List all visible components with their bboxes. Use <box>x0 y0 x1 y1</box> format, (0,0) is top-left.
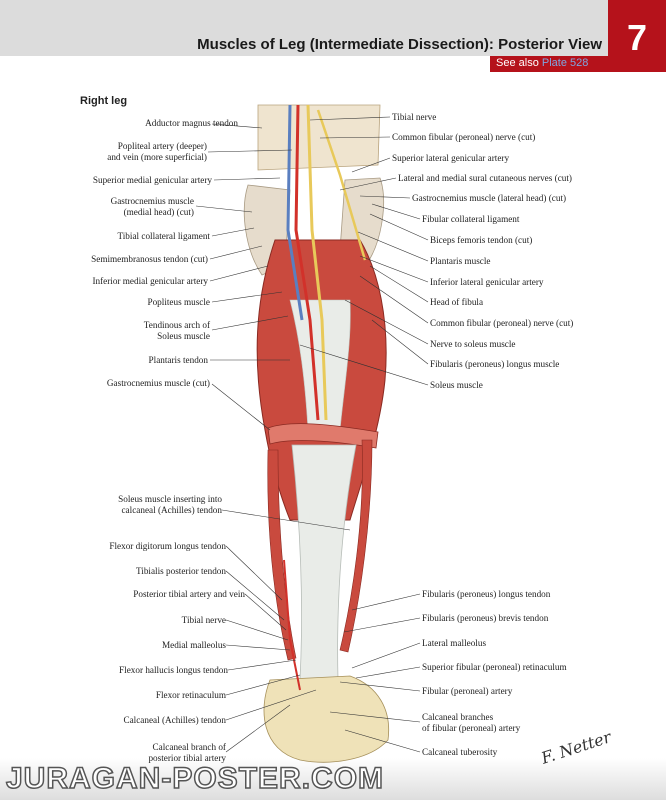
label-calcaneal-branches-fibular-artery: Calcaneal branches of fibular (peroneal)… <box>422 712 521 733</box>
section-label: Right leg <box>80 95 128 107</box>
label-head-of-fibula: Head of fibula <box>430 297 484 307</box>
see-also-bar <box>490 56 608 72</box>
label-tibial-nerve-right: Tibial nerve <box>392 112 437 122</box>
watermark-band <box>0 758 666 800</box>
label-semimembranosus-tendon: Semimembranosus tendon (cut) <box>91 254 208 264</box>
label-plantaris-tendon: Plantaris tendon <box>148 355 208 365</box>
label-flexor-digitorum-longus-tendon: Flexor digitorum longus tendon <box>109 541 226 551</box>
label-calcaneal-achilles-tendon: Calcaneal (Achilles) tendon <box>123 715 226 725</box>
label-calcaneal-branch-posterior-tibial: Calcaneal branch of posterior tibial art… <box>148 742 226 763</box>
leader-lines-left <box>195 123 351 753</box>
gastrocnemius-cut-edge <box>267 423 379 449</box>
medial-deep-tendons <box>267 449 297 661</box>
label-popliteal-artery-vein: Popliteal artery (deeper) and vein (more… <box>107 141 207 162</box>
label-tibial-nerve-left: Tibial nerve <box>181 615 226 625</box>
label-lateral-malleolus: Lateral malleolus <box>422 638 487 648</box>
label-inferior-medial-genicular-artery: Inferior medial genicular artery <box>92 276 208 286</box>
label-tibial-collateral-ligament: Tibial collateral ligament <box>117 231 210 241</box>
calcaneus-heel <box>263 675 390 763</box>
label-fibularis-longus-muscle: Fibularis (peroneus) longus muscle <box>430 359 560 369</box>
label-soleus-inserting-achilles: Soleus muscle inserting into calcaneal (… <box>118 494 222 515</box>
label-gastrocnemius-medial-head: Gastrocnemius muscle (medial head) (cut) <box>110 196 194 217</box>
label-calcaneal-tuberosity: Calcaneal tuberosity <box>422 747 498 757</box>
see-also-plate-link[interactable]: Plate 528 <box>541 57 589 69</box>
leader-lines-right <box>299 116 429 753</box>
label-tibialis-posterior-tendon: Tibialis posterior tendon <box>135 566 226 576</box>
label-fibular-artery: Fibular (peroneal) artery <box>422 686 513 696</box>
label-common-fibular-nerve-cut-lower: Common fibular (peroneal) nerve (cut) <box>430 318 574 328</box>
label-plantaris-muscle: Plantaris muscle <box>430 256 491 266</box>
label-medial-malleolus: Medial malleolus <box>161 640 226 650</box>
label-popliteus-muscle: Popliteus muscle <box>147 297 210 307</box>
popliteal-vein <box>286 104 304 321</box>
label-superior-lateral-genicular-artery: Superior lateral genicular artery <box>392 153 510 163</box>
label-adductor-magnus-tendon: Adductor magnus tendon <box>145 118 238 128</box>
header-bar <box>0 0 608 56</box>
label-nerve-to-soleus: Nerve to soleus muscle <box>430 339 516 349</box>
label-fibularis-brevis-tendon: Fibularis (peroneus) brevis tendon <box>422 613 549 623</box>
chapter-number-tab: 7 <box>608 0 666 72</box>
see-also-prefix: See also <box>496 57 539 69</box>
label-flexor-retinaculum: Flexor retinaculum <box>155 690 226 700</box>
popliteal-artery <box>294 104 320 421</box>
label-gastrocnemius-lateral-head: Gastrocnemius muscle (lateral head) (cut… <box>412 193 567 203</box>
label-flexor-hallucis-longus-tendon: Flexor hallucis longus tendon <box>119 665 228 675</box>
label-biceps-femoris-tendon: Biceps femoris tendon (cut) <box>430 235 533 245</box>
label-posterior-tibial-artery-vein: Posterior tibial artery and vein <box>133 589 245 599</box>
label-inferior-lateral-genicular-artery: Inferior lateral genicular artery <box>430 277 544 287</box>
posterior-tibial-vessels <box>283 559 301 691</box>
label-fibularis-longus-tendon: Fibularis (peroneus) longus tendon <box>422 589 551 599</box>
label-fibular-collateral-ligament: Fibular collateral ligament <box>422 214 520 224</box>
label-sural-cutaneous-nerves: Lateral and medial sural cutaneous nerve… <box>398 173 572 183</box>
see-also-reference[interactable]: See also Plate 528 <box>496 57 588 69</box>
common-fibular-nerve <box>316 109 367 261</box>
label-soleus-muscle: Soleus muscle <box>430 380 483 390</box>
page-title: Muscles of Leg (Intermediate Dissection)… <box>197 36 602 53</box>
fibularis-muscles <box>339 439 373 653</box>
label-common-fibular-nerve-cut-top: Common fibular (peroneal) nerve (cut) <box>392 132 536 142</box>
watermark-text: JURAGAN-POSTER.COM <box>5 761 385 796</box>
label-gastrocnemius-cut: Gastrocnemius muscle (cut) <box>106 378 210 388</box>
label-tendinous-arch-soleus: Tendinous arch of Soleus muscle <box>143 320 210 341</box>
tibial-nerve-line <box>306 104 328 421</box>
label-superior-fibular-retinaculum: Superior fibular (peroneal) retinaculum <box>422 662 567 672</box>
label-superior-medial-genicular-artery: Superior medial genicular artery <box>92 175 212 185</box>
